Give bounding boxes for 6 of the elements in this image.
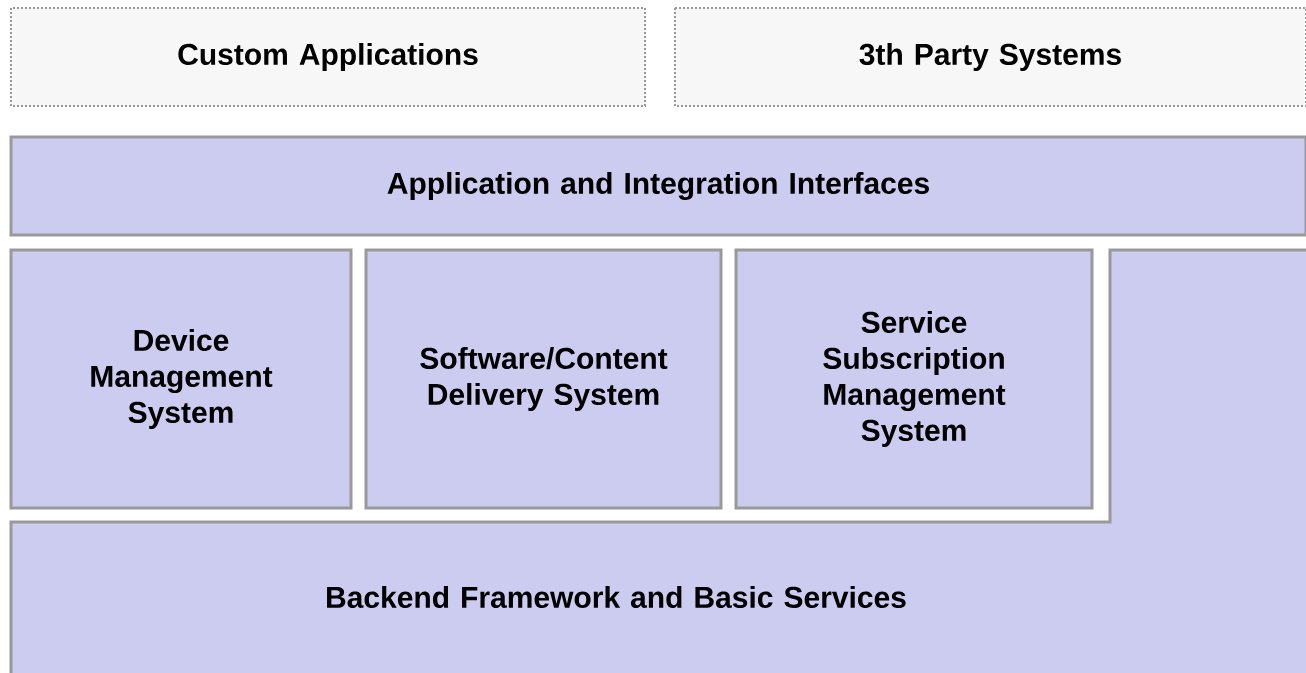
layer-box: Service Subscription Management System [734, 248, 1094, 510]
dotted-box: Custom Applications [10, 7, 646, 107]
layer-box: Application and Integration Interfaces [9, 135, 1306, 237]
layer-box: Software/Content Delivery System [364, 248, 723, 510]
layer-box: Device Management System [9, 248, 353, 510]
dotted-box: 3th Party Systems [674, 7, 1306, 107]
